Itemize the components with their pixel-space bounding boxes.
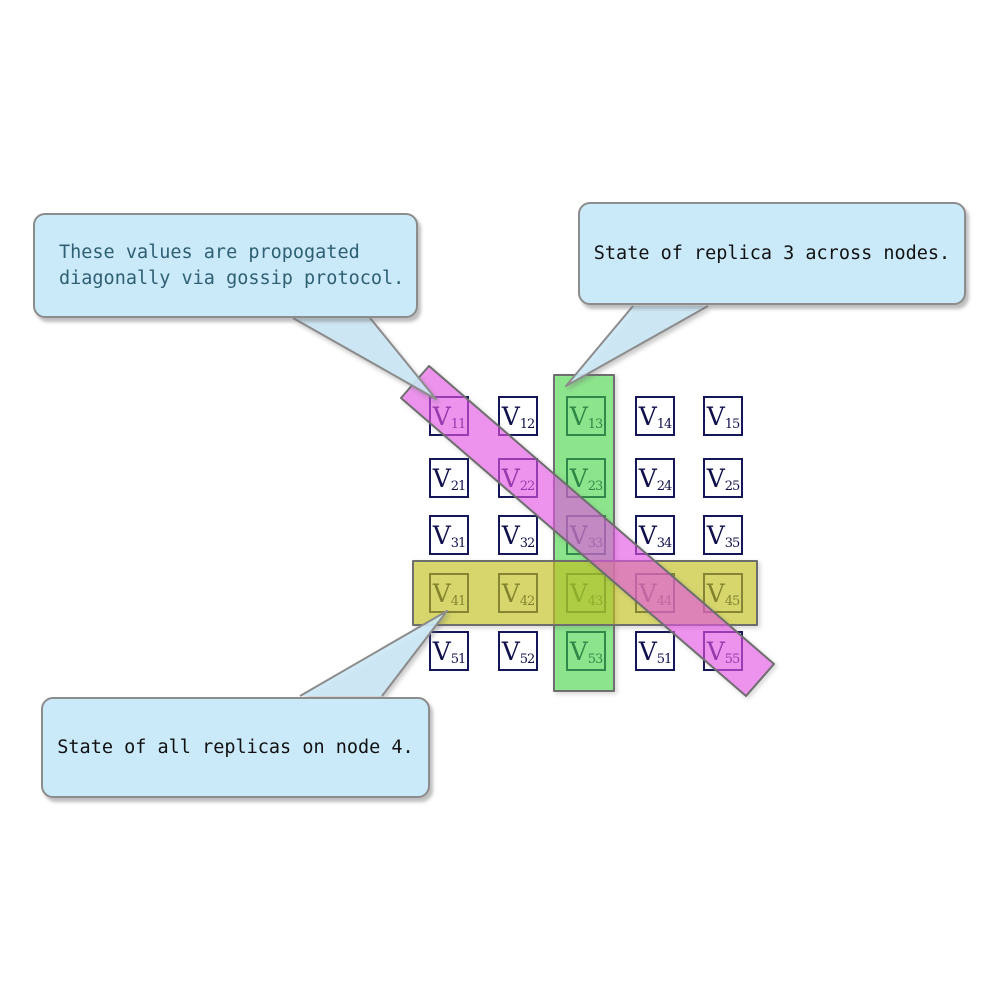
callout-gossip: These values are propogated diagonally v… xyxy=(33,213,418,318)
cell-subscript: 35 xyxy=(724,535,741,551)
cell-symbol: V xyxy=(432,463,451,493)
cell-symbol: V xyxy=(638,636,657,666)
callout-node4: State of all replicas on node 4. xyxy=(41,697,430,798)
cell-subscript: 24 xyxy=(656,478,673,494)
cell-subscript: 55 xyxy=(724,651,741,667)
callout-replica3: State of replica 3 across nodes. xyxy=(578,202,966,305)
cell-symbol: V xyxy=(432,401,451,431)
callout-pointer-replica3 xyxy=(565,305,709,387)
cell-subscript: 41 xyxy=(450,593,467,609)
cell-subscript: 23 xyxy=(587,478,604,494)
cell-subscript: 34 xyxy=(656,535,673,551)
cell-symbol: V xyxy=(638,401,657,431)
callout-gossip-line-1: These values are propogated xyxy=(59,241,360,263)
cell-symbol: V xyxy=(638,463,657,493)
cell-symbol: V xyxy=(569,636,588,666)
cell-symbol: V xyxy=(638,578,657,608)
cell-subscript: 11 xyxy=(450,416,467,432)
cell-subscript: 33 xyxy=(587,535,604,551)
callout-pointer-node4 xyxy=(299,610,448,697)
cell-symbol: V xyxy=(569,578,588,608)
cell-symbol: V xyxy=(706,401,725,431)
cell-symbol: V xyxy=(706,578,725,608)
cell-subscript: 51 xyxy=(450,651,467,667)
cell-subscript: 12 xyxy=(519,416,536,432)
cell-symbol: V xyxy=(706,463,725,493)
cell-symbol: V xyxy=(638,520,657,550)
cell-symbol: V xyxy=(501,578,520,608)
callout-gossip-line-2: diagonally via gossip protocol. xyxy=(59,267,405,289)
cell-symbol: V xyxy=(569,520,588,550)
cell-subscript: 15 xyxy=(724,416,741,432)
cell-symbol: V xyxy=(706,636,725,666)
cell-symbol: V xyxy=(432,636,451,666)
cell-symbol: V xyxy=(706,520,725,550)
cell-symbol: V xyxy=(501,520,520,550)
cell-subscript: 13 xyxy=(587,416,604,432)
cell-symbol: V xyxy=(432,578,451,608)
cell-symbol: V xyxy=(501,463,520,493)
cell-symbol: V xyxy=(501,636,520,666)
cell-subscript: 53 xyxy=(587,651,604,667)
cell-subscript: 21 xyxy=(450,478,467,494)
cell-subscript: 45 xyxy=(724,593,741,609)
cell-subscript: 42 xyxy=(519,593,536,609)
cell-subscript: 14 xyxy=(656,416,673,432)
cell-subscript: 22 xyxy=(519,478,536,494)
cell-symbol: V xyxy=(569,401,588,431)
cell-subscript: 31 xyxy=(450,535,467,551)
cell-subscript: 51 xyxy=(656,651,673,667)
callout-pointer-gossip xyxy=(292,317,437,400)
cell-symbol: V xyxy=(432,520,451,550)
callout-replica3-text: State of replica 3 across nodes. xyxy=(593,242,951,264)
cell-subscript: 44 xyxy=(656,593,673,609)
callout-node4-text: State of all replicas on node 4. xyxy=(57,736,414,758)
cell-subscript: 52 xyxy=(519,651,536,667)
cell-symbol: V xyxy=(569,463,588,493)
cell-subscript: 32 xyxy=(519,535,536,551)
cell-subscript: 25 xyxy=(724,478,741,494)
cell-subscript: 43 xyxy=(587,593,604,609)
cell-symbol: V xyxy=(501,401,520,431)
